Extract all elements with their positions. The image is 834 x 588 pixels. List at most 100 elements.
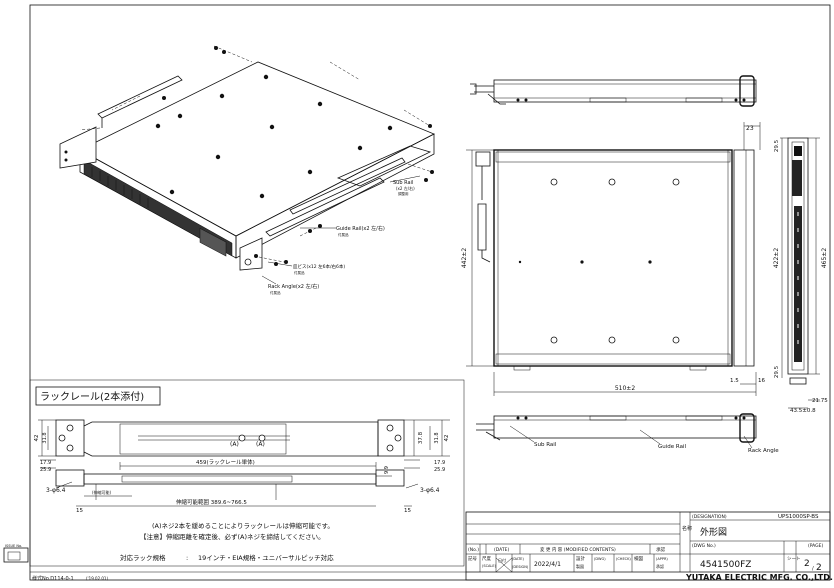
rail-dim-17-9-left: 17.9 [40, 460, 51, 466]
check-label: (CHECK) [616, 557, 631, 561]
iso-front-panel [83, 159, 233, 257]
plan-outline [493, 149, 733, 367]
rail-dim-42-right: 42 [444, 435, 450, 442]
rail-stretch-range: 伸縮可能範囲 389.6~766.5 [176, 498, 247, 506]
dim-510: 510±2 [615, 385, 635, 392]
bracket-hole-callout-left: 3-φ6.4 [46, 487, 66, 494]
ja-check: 検図 [634, 555, 643, 562]
dim-29-5-bottom: 29.5 [774, 365, 780, 378]
name-label: 名称 [682, 525, 692, 532]
iso-leader-lines [79, 45, 433, 263]
hole-label-a1: (A) [230, 441, 239, 448]
page-sep: / [812, 566, 814, 572]
page-total: 2 [816, 563, 822, 573]
hole-label-a2: (A) [256, 441, 265, 448]
iso-lcd-display [199, 227, 227, 257]
rail-dim-42-left: 42 [34, 435, 40, 442]
designation-label: (DESIGNATION) [692, 514, 727, 520]
rail-dimension-lines [38, 419, 450, 507]
rail-title-box [35, 386, 161, 406]
drawing-title: 外形図 [700, 526, 727, 538]
dim-16: 16 [758, 378, 765, 384]
dim-422: 422±2 [773, 248, 780, 268]
bottom-label-guide-rail: Guide Rail [658, 444, 686, 450]
iso-label-sub-rail-qty: (x2 左/右) [396, 185, 415, 191]
ja-dwg: 製図 [576, 563, 584, 569]
iso-front-vents [91, 167, 149, 208]
iso-label-screw: 皿ビス(x12 左6本/右6本) [293, 263, 345, 270]
isometric-view: Sub Rail (x2 左/右) 調整用 Guide Rail(x2 左/右)… [59, 45, 435, 295]
page-num: 2 [804, 559, 810, 569]
iso-label-rack-angle-jp: 付属品 [270, 290, 281, 295]
rail-dim-37-8-right: 37.8 [418, 431, 424, 444]
rail-dim-9-9: 9.9 [384, 466, 390, 474]
title-block [30, 511, 831, 581]
dim-442: 442±2 [461, 248, 468, 268]
iso-label-guide-rail: Guide Rail(x2 左/右) [336, 225, 385, 232]
iso-top-holes [155, 74, 393, 199]
issue-box [3, 547, 29, 563]
iso-label-sub-rail-jp: 調整用 [398, 191, 409, 196]
rail-dim-31-8-left: 31.8 [42, 432, 48, 443]
ortho-dimension-lines [466, 122, 820, 409]
dim-465: 465±2 [821, 248, 828, 268]
dim-29-5-top: 29.5 [774, 139, 780, 152]
front-panel-view [787, 137, 809, 385]
spec-value: 19インチ・EIA規格・ユニバーサルピッチ対応 [198, 553, 334, 562]
iso-label-leaders [261, 175, 421, 285]
plan-view [475, 137, 809, 385]
design-label: (DESIGN) [512, 565, 529, 569]
rail-stretch-label: (伸縮可能) [92, 489, 112, 495]
spec-label: 対応ラック規格 [120, 553, 166, 562]
rev-no-label: (No.) [468, 547, 479, 553]
iso-side-face [235, 133, 435, 259]
dim-1-5: 1.5 [730, 378, 739, 384]
rail-dim-459: 459(ラックレール単体) [196, 458, 255, 466]
bottom-label-leaders [509, 425, 753, 449]
drawing-frame [29, 4, 831, 581]
iso-screws [162, 46, 434, 266]
date-value: 2022/4/1 [534, 561, 561, 568]
date-label: (DATE) [512, 557, 524, 561]
rail-elevation [55, 419, 405, 457]
company-name: YUTAKA ELECTRIC MFG. CO.,LTD. [685, 573, 833, 582]
ja-scale: 尺度 [482, 555, 491, 562]
dwg-no: 4541500FZ [700, 560, 751, 570]
rack-rail-section: ラックレール(2本添付) (A) (A) [29, 379, 465, 567]
bottom-label-rack-angle: Rack Angle [748, 448, 779, 454]
form-no: 様式No.D114-0-1 [32, 575, 74, 582]
rail-note-1: (A)ネジ2本を緩めることによりラックレールは伸縮可能です。 [152, 521, 334, 530]
ja-symbol: 記号 [468, 555, 477, 562]
iso-label-sub-rail: Sub Rail [393, 180, 413, 186]
profile-view-top [470, 75, 757, 107]
rail-title: ラックレール(2本添付) [40, 390, 144, 403]
ja-design: 設計 [576, 555, 585, 562]
ja-appr: 承認 [656, 563, 664, 569]
dim-21-75: 21.75 [812, 398, 828, 404]
ja-hidzuke: 日付 [498, 557, 506, 563]
appr-label: (APPR) [656, 557, 668, 561]
issue-cell [7, 551, 21, 561]
rev-contents-label: 変 更 内 容 (MODIFIED CONTENTS) [540, 546, 616, 553]
iso-label-screw-jp: 付属品 [294, 270, 305, 275]
sheet-label: シート [787, 557, 801, 562]
rail-dim-31-8-right: 31.8 [434, 432, 440, 443]
rail-plan [55, 469, 405, 500]
dwg-label: (DWG) [594, 557, 606, 561]
issue-no-label: ISSUE No. [5, 544, 22, 548]
spec-colon: : [186, 554, 188, 562]
plan-rail [733, 149, 755, 367]
plan-holes [518, 178, 680, 344]
rail-note-2: 【注意】伸縮距離を確定後、必ず(A)ネジを締結してください。 [140, 532, 325, 541]
rev-app-label: 承認 [656, 546, 665, 553]
rev-date-label: (DATE) [494, 547, 509, 553]
rail-section-frame [29, 379, 465, 567]
rail-dim-15-right: 15 [404, 508, 411, 514]
scale-label: (SCALE) [482, 564, 497, 568]
iso-label-rack-angle: Rack Angle(x2 左/右) [268, 283, 319, 290]
iso-top-face [79, 61, 435, 237]
bottom-label-sub-rail: Sub Rail [534, 442, 557, 448]
rail-dim-25-9-right: 25.9 [434, 467, 445, 473]
